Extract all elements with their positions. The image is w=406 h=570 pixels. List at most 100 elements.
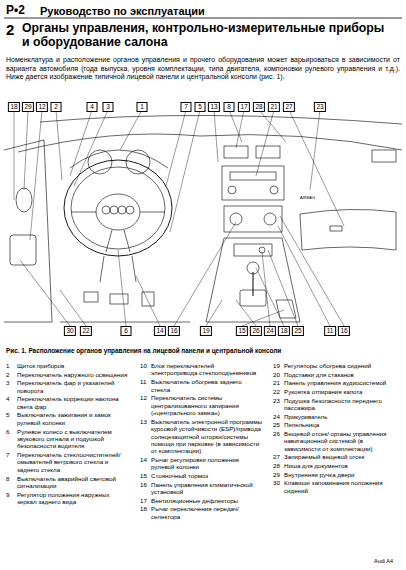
leader-line	[30, 110, 42, 240]
item-text: Переключатель фар и указателей поворота	[17, 379, 128, 394]
item-number: 3	[6, 379, 9, 386]
callout-number: 4	[87, 102, 98, 112]
ring	[102, 206, 110, 214]
item-text: Рычаг регулировки положения рулевой коло…	[151, 456, 262, 471]
glovebox-lock	[330, 226, 342, 231]
leader-line	[120, 110, 142, 150]
leader-line	[278, 226, 330, 326]
callout-number: 15	[236, 326, 248, 336]
section-number: 2	[6, 21, 14, 39]
knob	[230, 213, 242, 225]
callout-number: 17	[238, 102, 250, 112]
figure-caption: Рис. 1. Расположение органов управления …	[6, 347, 400, 355]
item-number: 29	[273, 471, 280, 478]
leader-line	[70, 110, 92, 176]
callout-number: 16	[338, 326, 350, 336]
callout-number: 11	[324, 326, 336, 336]
item-text: Регулятор положения наружных зеркал задн…	[17, 491, 128, 506]
callout-number: 24	[264, 326, 276, 336]
item-number: 9	[6, 491, 9, 498]
item-number: 8	[6, 475, 9, 482]
item-text: Запираемый вещевой отсек	[284, 453, 401, 460]
leader-line	[256, 268, 284, 326]
leader-line	[280, 216, 344, 326]
item-number: 13	[140, 418, 147, 425]
page-header: Р•2	[6, 3, 25, 17]
callout-number: 13	[208, 102, 220, 112]
item-text: Вентиляционные дефлекторы	[151, 497, 262, 504]
callout-number: 23	[314, 102, 326, 112]
item-text: Блок переключателей электропривода стекл…	[151, 362, 262, 377]
item-number: 24	[273, 413, 280, 420]
callout-number: 27	[283, 102, 295, 112]
leader-lines	[14, 110, 344, 326]
audio-display	[230, 172, 276, 180]
item-number: 30	[273, 479, 280, 486]
item-text: Панель управления аудиосистемой	[284, 379, 401, 386]
callout-number: 26	[250, 326, 262, 336]
item-number: 27	[273, 453, 280, 460]
callout-number: 18	[278, 326, 290, 336]
callout-number: 29	[22, 102, 34, 112]
item-text: Подушка безопасности переднего пассажира	[284, 397, 401, 412]
ring	[118, 206, 126, 214]
leader-line	[166, 110, 186, 186]
item-number: 23	[273, 397, 280, 404]
item-text: Стояночный тормоз	[151, 472, 262, 479]
door-panel	[4, 140, 52, 322]
pedal	[142, 292, 154, 306]
section-title: Органы управления, контрольно-измеритель…	[22, 21, 392, 49]
callout-number: 7	[181, 102, 192, 112]
window-switch-block	[10, 235, 36, 265]
item-number: 16	[140, 481, 147, 488]
callout-number: 6	[121, 326, 132, 336]
leader-line	[310, 110, 320, 190]
callout-number: 19	[200, 326, 212, 336]
gear-gaiter	[240, 290, 266, 306]
leader-line	[20, 260, 70, 326]
knob	[228, 186, 236, 194]
steering-wheel	[64, 160, 172, 256]
ashtray	[234, 244, 272, 256]
item-text: Выключатель зажигания и замок рулевой ко…	[17, 411, 128, 426]
item-number: 28	[273, 462, 280, 469]
audio-panel	[222, 166, 284, 200]
callout-number: 18	[8, 102, 20, 112]
item-number: 10	[140, 362, 147, 369]
item-number: 2	[6, 371, 9, 378]
item-number: 22	[273, 388, 280, 395]
item-text: Рычаг переключения передач/селектора	[151, 505, 262, 520]
ring	[126, 206, 134, 214]
item-text: Прикуриватель	[284, 413, 401, 420]
centre-console	[206, 238, 300, 322]
leader-line	[170, 110, 200, 232]
door-handle	[16, 188, 32, 212]
item-text: Переключатель стеклоочистителей/омывател…	[17, 451, 128, 473]
item-number: 15	[140, 472, 147, 479]
leader-line	[236, 300, 256, 326]
item-number: 20	[273, 371, 280, 378]
item-number: 11	[140, 378, 146, 385]
leader-line	[256, 110, 274, 176]
item-text: Клавиши запоминания положения сидений	[284, 479, 401, 494]
airbag-marking: AIRBAG	[300, 196, 315, 201]
item-text: Регуляторы обогрева сидений	[284, 362, 401, 369]
callout-number: 8	[224, 102, 235, 112]
item-text: Выключатель обогрева заднего стекла	[151, 378, 262, 393]
callout-number: 14	[154, 326, 166, 336]
intro-paragraph: Номенклатура и расположение органов упра…	[6, 56, 400, 82]
item-number: 14	[140, 456, 147, 463]
leader-line	[60, 290, 86, 326]
item-text: Внутренняя ручка двери	[284, 471, 401, 478]
header-rule	[4, 18, 402, 19]
leader-line	[136, 276, 160, 326]
item-number: 26	[273, 430, 280, 437]
leader-line	[74, 110, 108, 186]
item-text: Переключатель системы централизованного …	[151, 394, 262, 416]
gauge	[88, 150, 112, 174]
air-vent	[372, 150, 396, 162]
leader-line	[24, 110, 28, 190]
item-number: 1	[6, 362, 9, 369]
knob	[264, 213, 276, 225]
